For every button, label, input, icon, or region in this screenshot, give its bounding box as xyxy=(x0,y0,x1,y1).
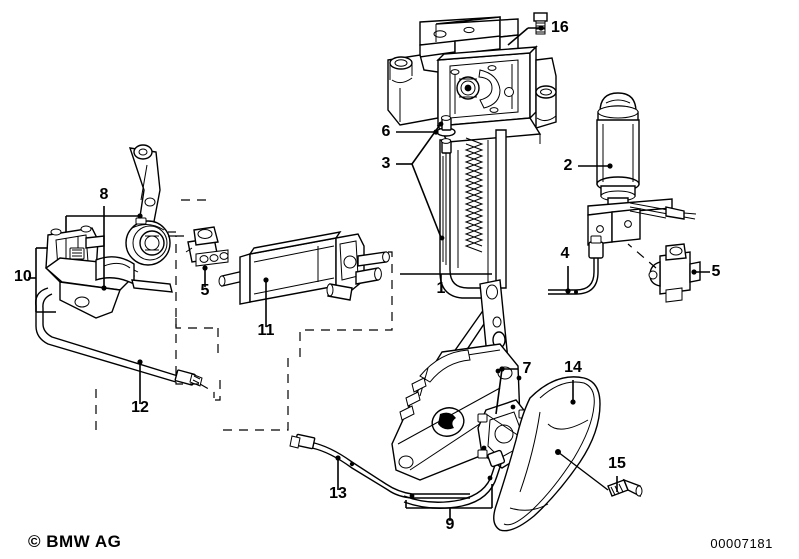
spring-rods-3 xyxy=(440,138,452,265)
hydraulic-line-12 xyxy=(35,287,203,387)
callout-5-left: 5 xyxy=(201,282,210,299)
callout-5-right: 5 xyxy=(712,263,721,280)
callout-15: 15 xyxy=(608,455,626,472)
left-hinge-assembly-10 xyxy=(44,144,173,319)
callout-16: 16 xyxy=(551,19,569,36)
hose-connector-5-left xyxy=(185,226,229,267)
diagram-number: 00007181 xyxy=(710,536,773,551)
callout-leader-lines xyxy=(28,25,710,521)
callout-14: 14 xyxy=(564,359,582,376)
hose-pair-9 xyxy=(403,449,506,509)
callout-13: 13 xyxy=(329,485,347,502)
callout-12: 12 xyxy=(131,399,149,416)
pump-motor-2 xyxy=(587,92,697,246)
coil-spring-3 xyxy=(464,137,484,253)
top-gear-housing xyxy=(387,45,557,152)
hydraulic-cylinder-11 xyxy=(218,231,390,305)
callout-4: 4 xyxy=(561,245,570,262)
callout-9: 9 xyxy=(446,516,455,533)
callout-1: 1 xyxy=(437,280,446,297)
cover-screw-15 xyxy=(557,451,643,498)
callout-labels: 1 2 3 4 5 5 6 7 8 9 10 11 12 13 14 15 16 xyxy=(14,19,721,533)
callout-11: 11 xyxy=(258,322,275,339)
hydraulic-hose-4 xyxy=(548,235,604,295)
callout-3: 3 xyxy=(382,155,391,172)
lower-hinge-mechanism-7 xyxy=(391,279,531,481)
copyright-notice: © BMW AG xyxy=(28,532,122,551)
hinge-cover-14 xyxy=(493,376,601,532)
callout-8: 8 xyxy=(100,186,109,203)
callout-2: 2 xyxy=(564,157,573,174)
callout-10: 10 xyxy=(14,268,32,285)
assembly-guide-dashed-lines xyxy=(95,199,657,431)
callout-7: 7 xyxy=(523,360,532,377)
mounting-screw-16 xyxy=(533,12,548,35)
callout-6: 6 xyxy=(382,123,391,140)
upper-mounting-bracket xyxy=(419,16,519,61)
